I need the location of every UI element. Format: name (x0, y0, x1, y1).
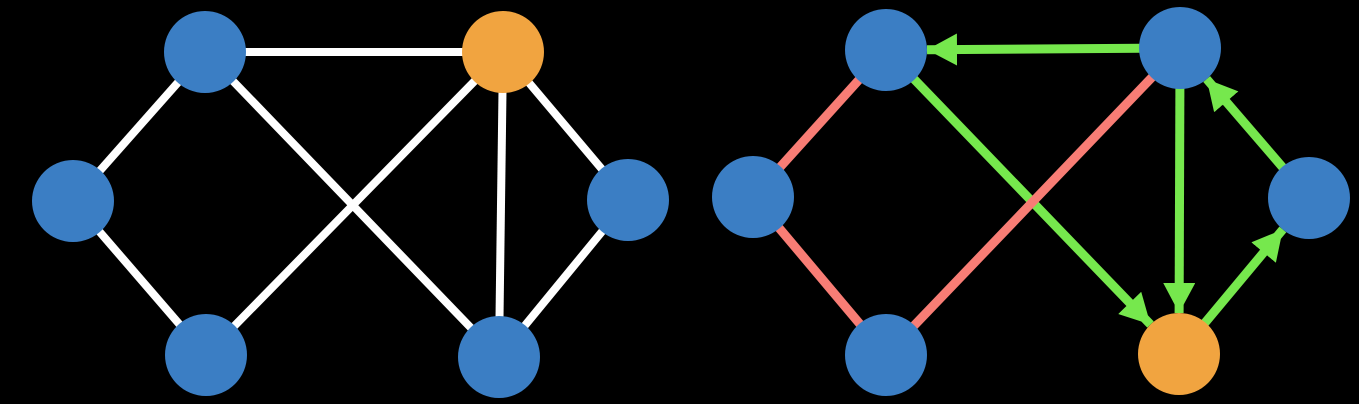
edge-A-C (775, 75, 864, 172)
edge-F-to-D (1200, 226, 1287, 327)
node-B-highlighted (462, 11, 544, 93)
node-D (587, 159, 669, 241)
node-B (1139, 7, 1221, 89)
edge-D-to-B (1203, 76, 1288, 172)
left-undirected-graph (32, 11, 669, 398)
node-F (458, 316, 540, 398)
node-E (845, 314, 927, 396)
edge-B-to-A (926, 33, 1142, 66)
edge-A-C (95, 78, 183, 175)
edge-C-E (95, 227, 184, 329)
edge-D-F (520, 227, 607, 330)
edge-E-B (909, 73, 1157, 330)
node-E (165, 314, 247, 396)
node-A (164, 11, 246, 93)
edge-B-to-F (1163, 86, 1196, 314)
node-F-highlighted (1138, 313, 1220, 395)
node-C (32, 160, 114, 242)
edge-B-D (525, 79, 606, 173)
edge-B-F (495, 90, 507, 319)
node-D (1268, 157, 1350, 239)
node-C (712, 156, 794, 238)
edge-E-B (230, 77, 479, 330)
edge-C-E (774, 223, 865, 329)
node-A (845, 9, 927, 91)
right-directed-graph (712, 7, 1350, 396)
